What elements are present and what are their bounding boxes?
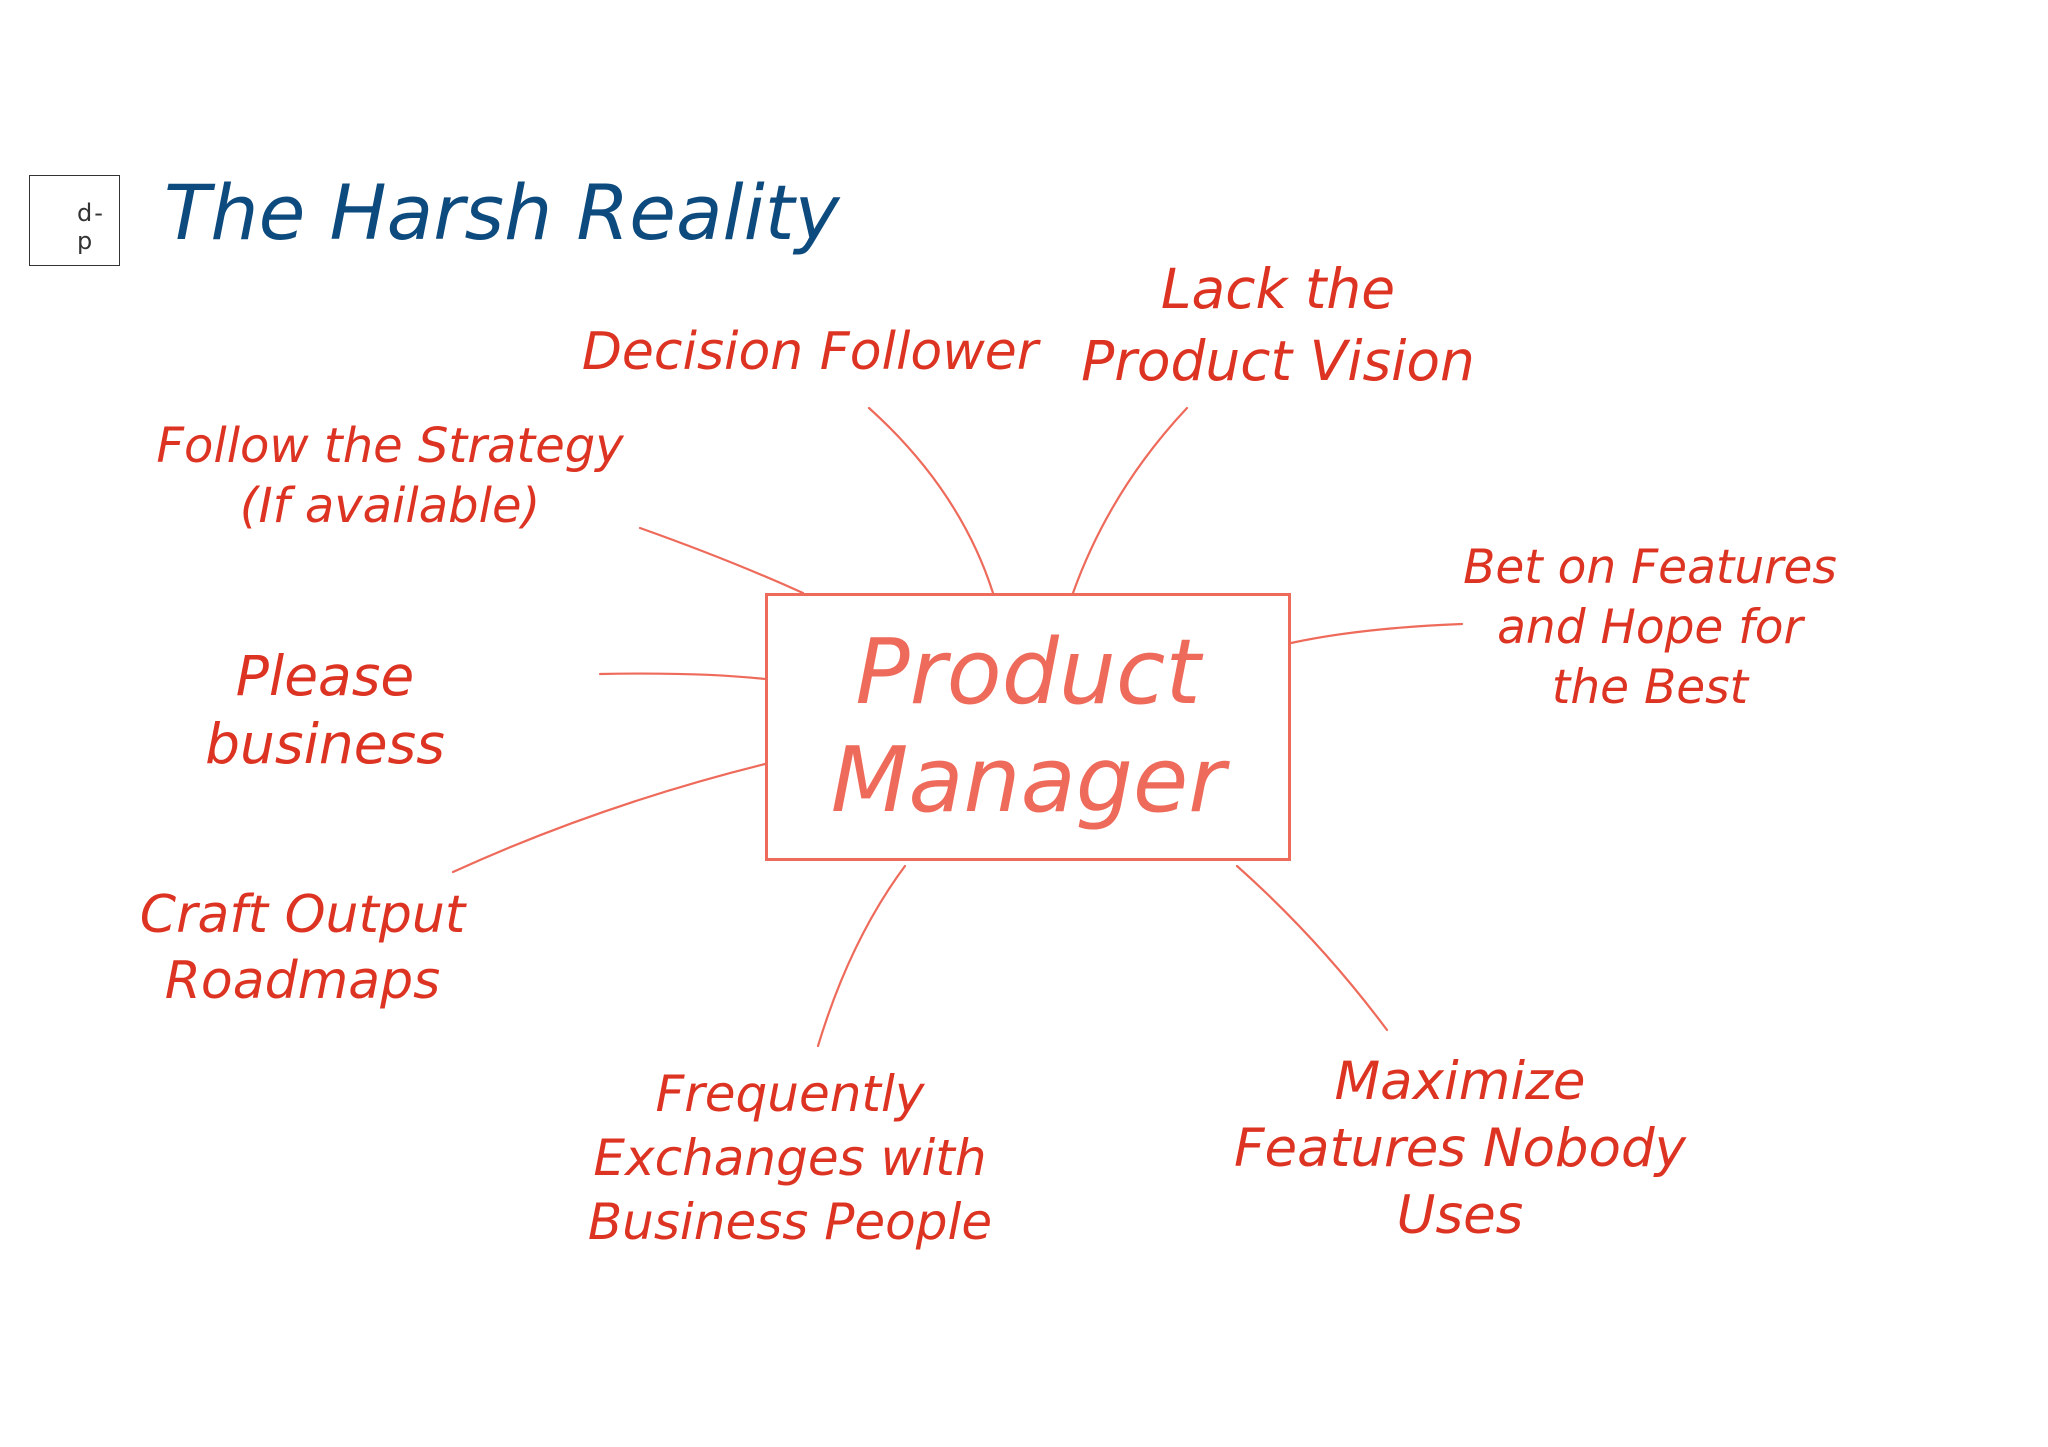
connector-exchanges xyxy=(816,864,907,1048)
connector-craft-roadmaps xyxy=(451,762,767,874)
node-line: Follow the Strategy xyxy=(156,418,624,474)
node-line: Frequently xyxy=(655,1065,925,1123)
node-bet-features: Bet on Features and Hope for the Best xyxy=(1450,538,1850,718)
page-title: The Harsh Reality xyxy=(164,168,840,257)
node-exchanges: Frequently Exchanges with Business Peopl… xyxy=(575,1062,1005,1254)
node-line: (If available) xyxy=(239,478,541,534)
node-line: Features Nobody xyxy=(1234,1118,1686,1179)
node-line: Roadmaps xyxy=(164,951,441,1011)
node-line: Lack the xyxy=(1160,257,1396,321)
logo: d-p xyxy=(29,175,120,266)
node-line: and Hope for xyxy=(1497,600,1803,655)
node-lack-vision: Lack the Product Vision xyxy=(1068,253,1488,397)
node-line: Product Vision xyxy=(1081,329,1475,393)
node-line: Bet on Features xyxy=(1463,540,1837,595)
connector-bet-features xyxy=(1289,622,1464,645)
node-follow-strategy: Follow the Strategy (If available) xyxy=(150,416,630,536)
connector-lack-vision xyxy=(1071,406,1189,595)
node-decision-follower: Decision Follower xyxy=(580,320,1040,384)
connector-follow-strategy xyxy=(638,526,805,595)
connector-please-business xyxy=(598,672,767,681)
central-node: Product Manager xyxy=(765,593,1291,861)
node-line: Please xyxy=(235,644,415,708)
connector-decision-follower xyxy=(867,406,995,595)
node-line: Business People xyxy=(587,1193,993,1251)
central-node-line: Product xyxy=(855,620,1201,725)
node-line: business xyxy=(205,712,445,776)
central-node-line: Manager xyxy=(830,728,1226,833)
logo-text: d-p xyxy=(75,199,119,255)
node-craft-roadmaps: Craft Output Roadmaps xyxy=(120,882,485,1014)
node-line: Exchanges with xyxy=(593,1129,987,1187)
node-line: Decision Follower xyxy=(581,322,1039,382)
node-line: the Best xyxy=(1551,660,1749,715)
connector-maximize-features xyxy=(1235,864,1389,1032)
node-line: Uses xyxy=(1396,1185,1524,1246)
node-please-business: Please business xyxy=(185,642,465,778)
node-line: Maximize xyxy=(1334,1051,1586,1112)
node-maximize-features: Maximize Features Nobody Uses xyxy=(1225,1048,1695,1249)
node-line: Craft Output xyxy=(139,885,466,945)
